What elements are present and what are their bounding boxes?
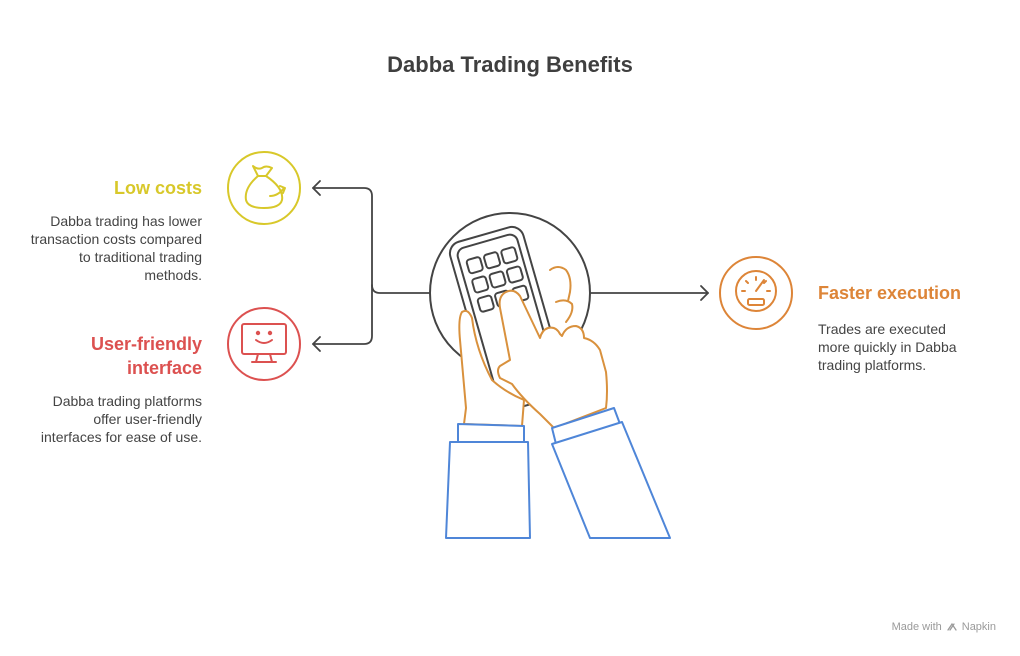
right-hand-finger-tip [549,266,572,311]
left-cuff [457,423,525,443]
page-title: Dabba Trading Benefits [387,52,633,77]
arrowhead-user-friendly [312,336,321,352]
arrowhead-faster-execution [700,285,709,301]
right-hand [497,289,608,429]
footer-attribution: Made with Napkin [892,621,996,633]
speedometer-icon [735,270,777,312]
low-costs-icon-circle [227,151,301,225]
sleeves [445,407,671,539]
connector-lines [312,180,709,352]
right-sleeve [551,421,671,539]
connector-user-friendly [312,284,373,345]
user-friendly-icon-group [227,307,301,381]
hands-illustration [458,266,608,429]
monitor-smile-icon [241,323,287,363]
connector-low-costs [312,187,431,294]
faster-execution-icon-circle [719,256,793,330]
left-sleeve [445,441,531,539]
faster-execution-icon-group [719,256,793,330]
faster-execution-heading: Faster execution [818,283,962,303]
low-costs-description: Dabba trading has lower transaction cost… [30,213,202,283]
footer-brand: Napkin [961,621,996,633]
arrowhead-low-costs [312,180,321,196]
user-friendly-description: Dabba trading platforms offer user-frien… [40,393,202,445]
low-costs-icon-group [227,151,301,225]
low-costs-heading: Low costs [113,178,202,198]
money-bag-icon [244,165,286,209]
napkin-logo-icon [947,622,957,631]
user-friendly-heading: User-friendly interface [90,334,202,378]
left-hand [458,309,525,427]
faster-execution-description: Trades are executed more quickly in Dabb… [818,321,957,373]
footer-made-with: Made with [891,621,942,633]
